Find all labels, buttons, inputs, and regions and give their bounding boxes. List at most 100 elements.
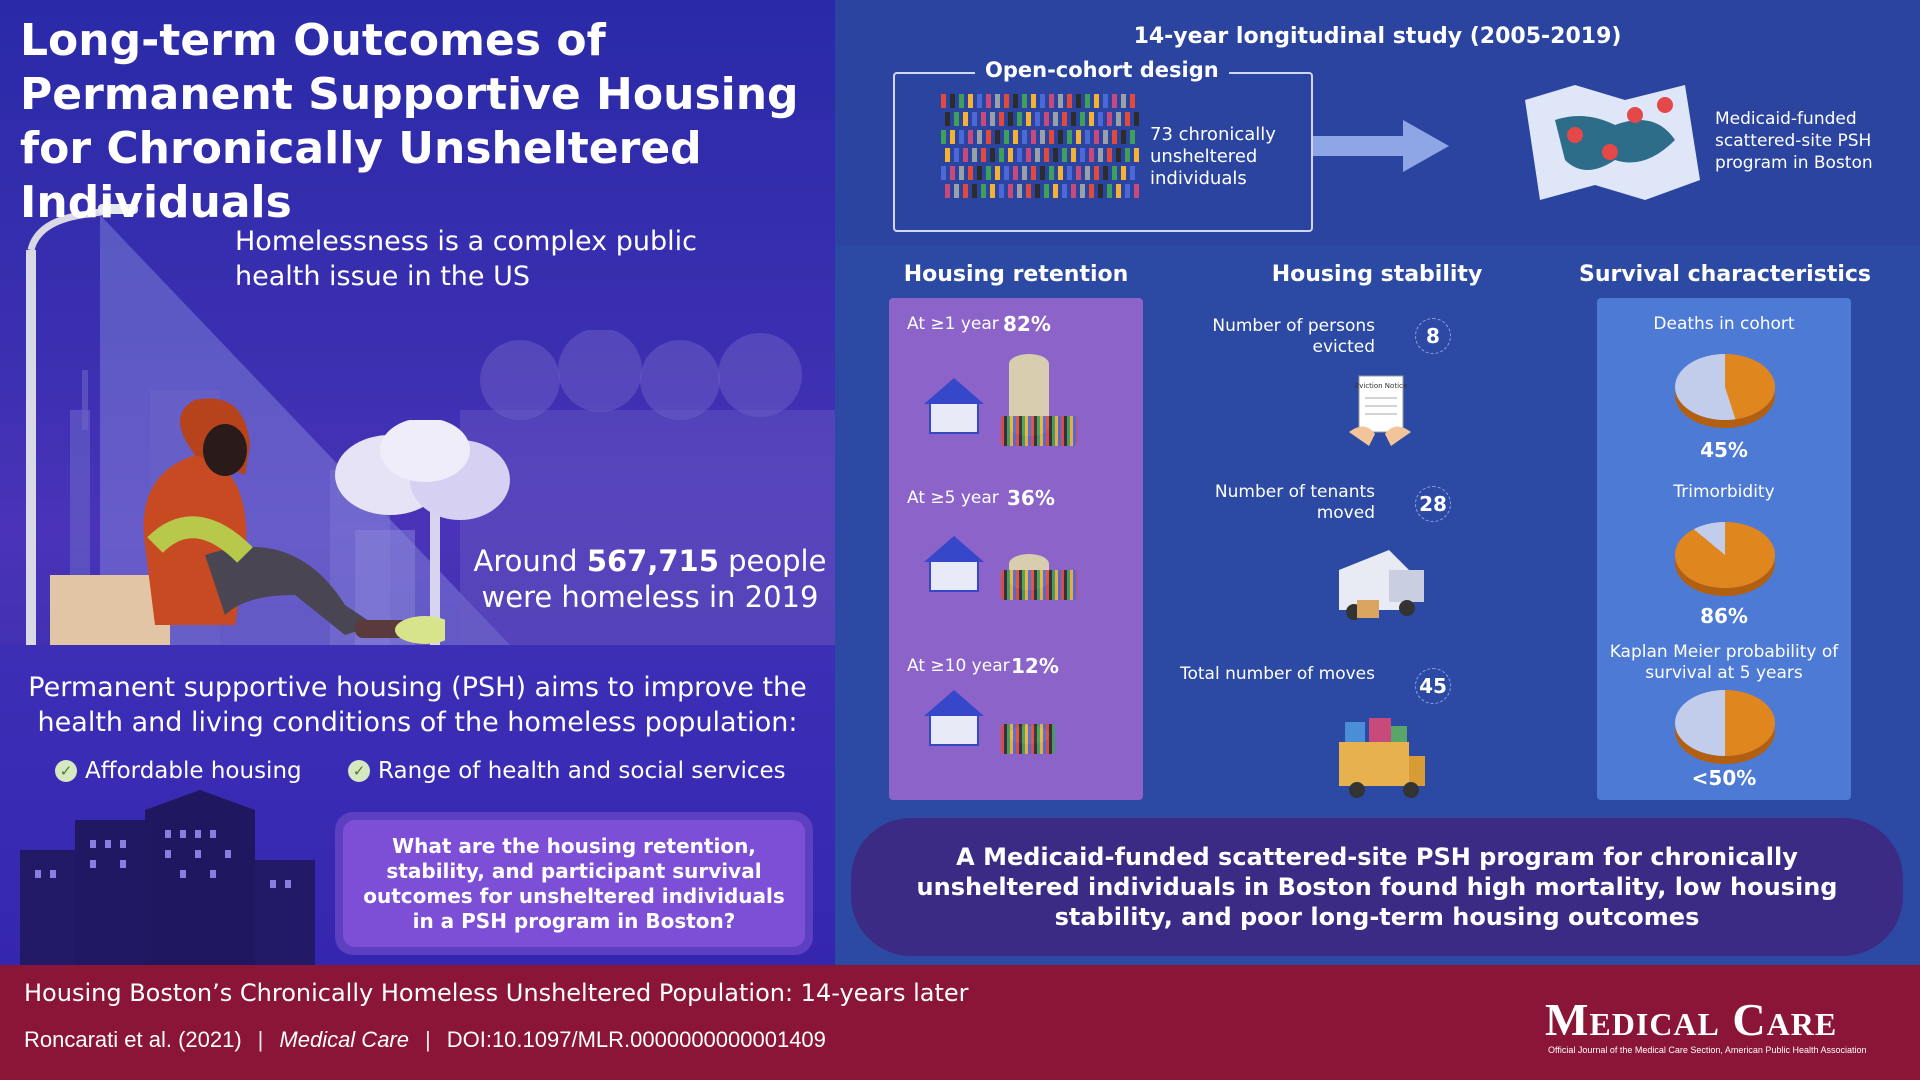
crowd-person: [954, 184, 959, 198]
crowd-person: [1022, 166, 1027, 180]
crowd-person: [1058, 130, 1063, 144]
crowd-person: [1116, 148, 1121, 162]
crowd-person: [1098, 112, 1103, 126]
moving-van-icon: [1339, 550, 1424, 620]
crowd-person: [1035, 148, 1040, 162]
crowd-person: [1125, 184, 1130, 198]
crowd-person: [981, 184, 986, 198]
crowd-person: [1094, 94, 1099, 108]
survival-label-trimorbidity: Trimorbidity: [1673, 482, 1775, 502]
crowd-person: [1013, 94, 1018, 108]
crowd-person: [995, 130, 1000, 144]
crowd-person: [990, 184, 995, 198]
crowd-person: [1044, 184, 1049, 198]
crowd-person: [963, 148, 968, 162]
tree-icon: [335, 420, 510, 650]
crowd-person: [968, 166, 973, 180]
crowd-person: [972, 184, 977, 198]
crowd-person: [1017, 112, 1022, 126]
crowd-person: [1121, 166, 1126, 180]
crowd-person: [1008, 148, 1013, 162]
crowd-person: [950, 166, 955, 180]
crowd-person: [941, 166, 946, 180]
eviction-notice-icon: Eviction Notice: [1349, 375, 1411, 446]
crowd-person: [1121, 130, 1126, 144]
check-label: Range of health and social services: [378, 758, 786, 784]
house-icon: [919, 690, 989, 748]
crowd-person: [1053, 112, 1058, 126]
retention-label-5yr: At ≥5 year: [907, 488, 999, 508]
crowd-person: [1094, 166, 1099, 180]
crowd-person: [963, 184, 968, 198]
crowd-person: [1080, 184, 1085, 198]
crowd-person: [990, 112, 995, 126]
crowd-person: [1130, 166, 1135, 180]
check-icon: ✓: [348, 760, 370, 782]
heading-housing-stability: Housing stability: [1271, 262, 1483, 287]
crowd-person: [1089, 148, 1094, 162]
stability-label-total-moves: Total number of moves: [1180, 664, 1375, 684]
crowd-person: [1076, 130, 1081, 144]
crowd-person: [999, 184, 1004, 198]
crowd-person: [1085, 94, 1090, 108]
retention-value-1yr: 82%: [1003, 312, 1051, 336]
crowd-person: [1058, 166, 1063, 180]
survival-value-deaths: 45%: [1700, 438, 1748, 462]
stability-value-evicted: 8: [1415, 318, 1451, 354]
crowd-person: [1022, 94, 1027, 108]
crowd-person: [1107, 184, 1112, 198]
stability-value-total-moves: 45: [1415, 668, 1451, 704]
crowd-person: [1112, 166, 1117, 180]
crowd-person: [972, 148, 977, 162]
crowd-person: [1049, 130, 1054, 144]
citation-separator: |: [257, 1027, 264, 1052]
footer: Housing Boston’s Chronically Homeless Un…: [0, 965, 1920, 1080]
journal-logo: Medical Care: [1545, 994, 1838, 1045]
crowd-person: [959, 94, 964, 108]
crowd-person: [1044, 112, 1049, 126]
crowd-person: [1125, 148, 1130, 162]
study-title: 14-year longitudinal study (2005-2019): [1133, 24, 1622, 49]
crowd-person: [1026, 148, 1031, 162]
crowd-person: [1067, 94, 1072, 108]
crowd-person: [1044, 148, 1049, 162]
crowd-person: [941, 94, 946, 108]
crowd-person: [954, 112, 959, 126]
crowd-person: [1076, 166, 1081, 180]
crowd-person: [1112, 130, 1117, 144]
crowd-person: [959, 166, 964, 180]
crowd-person: [1035, 184, 1040, 198]
crowd-person: [959, 130, 964, 144]
crowd-person: [1040, 166, 1045, 180]
check-item-services: ✓ Range of health and social services: [348, 758, 786, 784]
crowd-person: [986, 94, 991, 108]
crowd-person: [1004, 94, 1009, 108]
crowd-person: [1112, 94, 1117, 108]
crowd-person: [1058, 94, 1063, 108]
crowd-person: [945, 148, 950, 162]
heading-survival: Survival characteristics: [1578, 262, 1872, 287]
boston-map-icon: [1525, 85, 1700, 200]
crowd-person: [1071, 184, 1076, 198]
retention-value-5yr: 36%: [1007, 486, 1055, 510]
stability-label-evicted: Number of persons evicted: [1212, 316, 1375, 357]
findings-panel: 14-year longitudinal study (2005-2019) O…: [835, 0, 1920, 965]
crowd-person: [1017, 184, 1022, 198]
crowd-person: [941, 130, 946, 144]
citation: Roncarati et al. (2021) | Medical Care |…: [24, 1027, 826, 1053]
crowd-person: [1004, 166, 1009, 180]
crowd-person: [963, 112, 968, 126]
crowd-person: [999, 148, 1004, 162]
unsheltered-person-illustration: [50, 398, 445, 650]
footer-title: Housing Boston’s Chronically Homeless Un…: [24, 979, 969, 1007]
crowd-person: [1134, 184, 1139, 198]
crowd-icon: [1001, 416, 1077, 446]
house-icon: [919, 536, 989, 594]
house-icon: [919, 378, 989, 436]
crowd-person: [1121, 94, 1126, 108]
crowd-person: [1004, 130, 1009, 144]
crowd-person: [1076, 94, 1081, 108]
crowd-person: [1031, 94, 1036, 108]
crowd-person: [1031, 166, 1036, 180]
survival-panel: Deaths in cohort 45% Trimorbidity 86% Ka…: [1597, 298, 1851, 800]
